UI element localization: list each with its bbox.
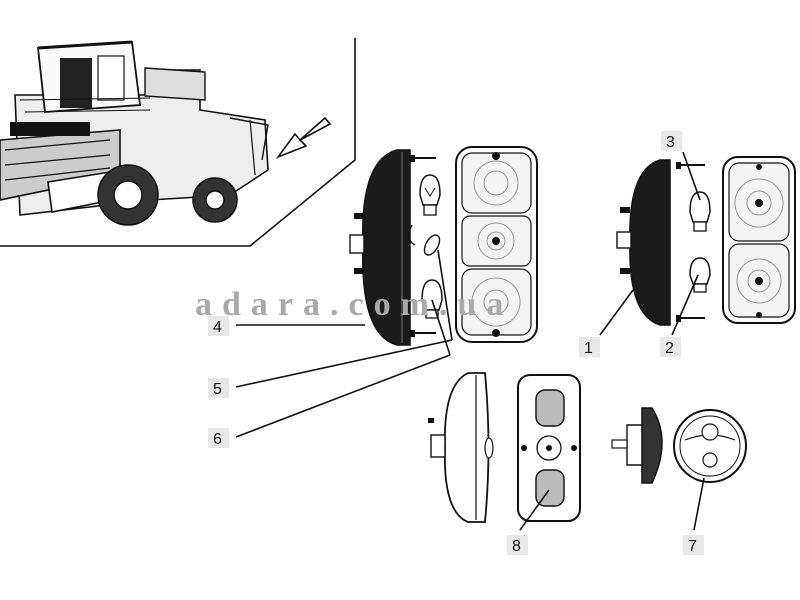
callout-4-text: 4 [213, 319, 222, 336]
lamp-a-small-bulb [423, 234, 441, 256]
leader-lines [235, 151, 705, 531]
watermark: adara.com.ua [195, 286, 513, 323]
round-lamp-housing [611, 407, 663, 484]
location-arrow-icon [275, 116, 332, 159]
lamp-b-bulb-top [689, 191, 711, 232]
callout-7: 7 [683, 535, 704, 555]
callout-7-text: 7 [688, 538, 697, 555]
callout-3: 3 [661, 131, 682, 151]
combine-harvester-icon [0, 40, 269, 226]
lamp-b-housing [616, 159, 671, 326]
lamp-c-lens [517, 374, 581, 522]
callout-4: 4 [208, 316, 229, 336]
rear-lamp-b [616, 156, 796, 326]
callout-2: 2 [660, 337, 681, 357]
lamp-bulb-icon [419, 174, 441, 216]
lamp-b-screw-top [676, 162, 705, 169]
rear-lamp-a [349, 146, 538, 346]
lamp-b-lens [722, 156, 796, 324]
callout-8: 8 [507, 535, 528, 555]
lamp-a-screw-bottom [410, 330, 436, 337]
lamp-b-bulb-bottom [689, 257, 711, 293]
lamp-c-housing [428, 372, 494, 523]
rear-lamp-c [428, 372, 581, 523]
callout-5: 5 [208, 378, 229, 398]
round-lamp [611, 407, 747, 484]
lamp-a-housing [349, 149, 411, 346]
callout-2-text: 2 [665, 340, 674, 357]
round-lamp-lens [673, 409, 747, 483]
harvester-inset [0, 38, 356, 247]
callout-6-text: 6 [213, 431, 222, 448]
callout-1-text: 1 [584, 340, 593, 357]
callout-3-text: 3 [666, 134, 675, 151]
callout-1: 1 [579, 337, 600, 357]
lamp-a-lens [455, 146, 538, 343]
lamp-a-bulb-bottom [421, 279, 443, 319]
callout-6: 6 [208, 428, 229, 448]
callout-5-text: 5 [213, 381, 222, 398]
lamp-a-screw-top [410, 155, 436, 162]
callout-8-text: 8 [512, 538, 521, 555]
